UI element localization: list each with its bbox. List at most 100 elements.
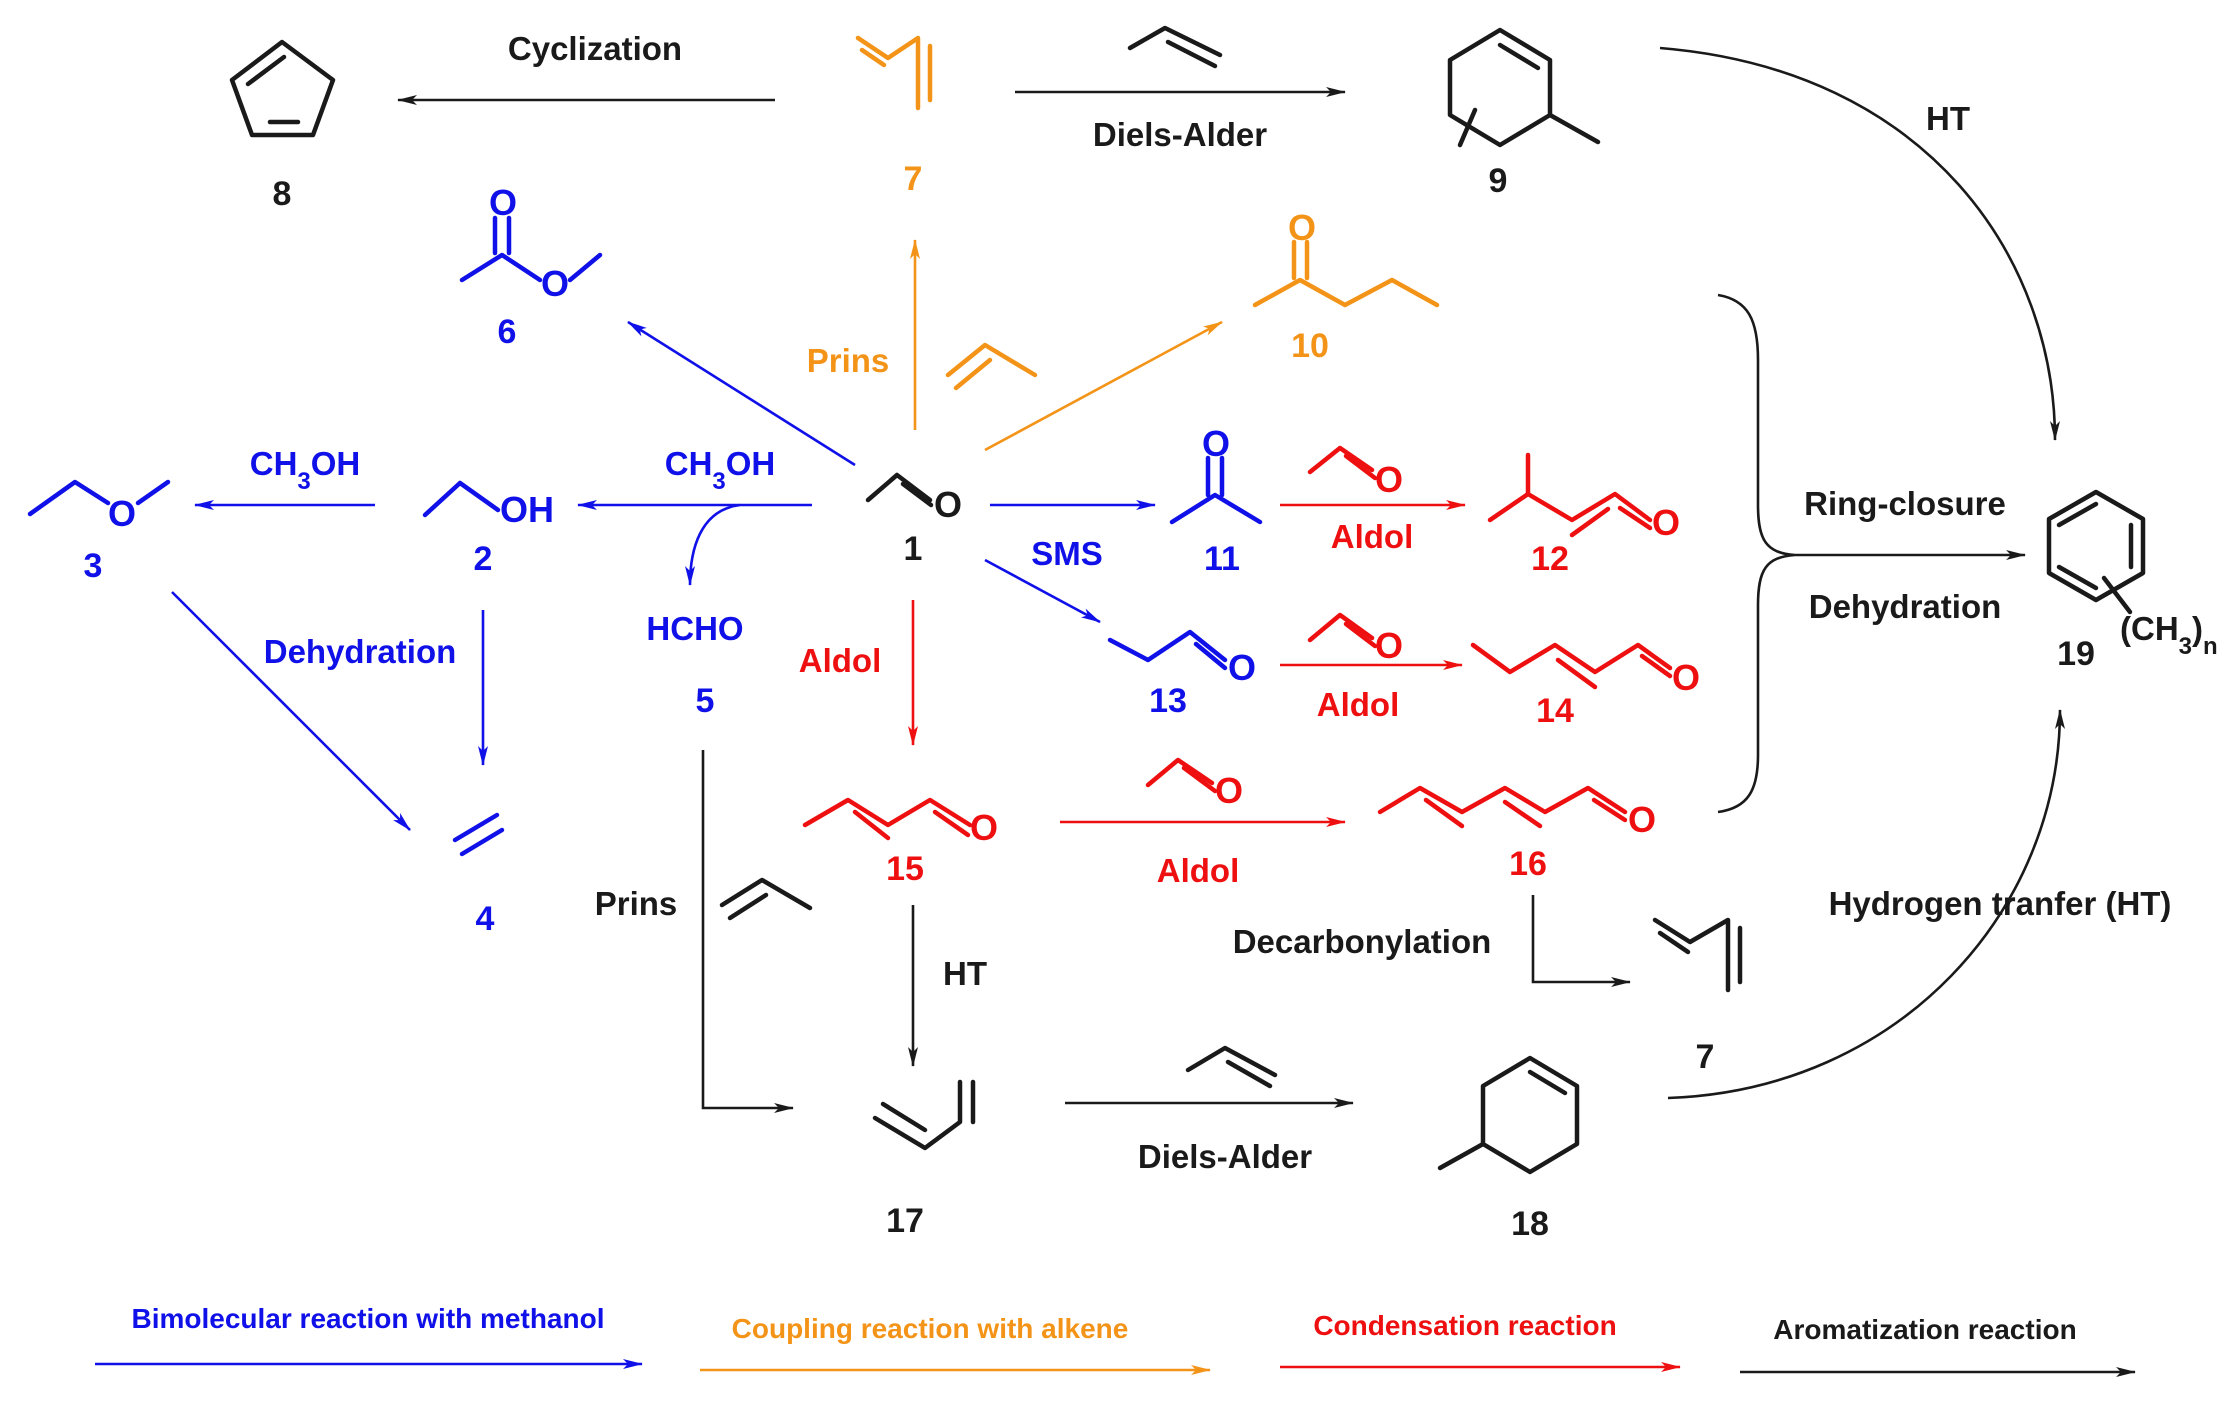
label-cyclization: Cyclization: [508, 30, 682, 67]
label-aldol-14: Aldol: [1317, 686, 1399, 723]
label-ht-top: HT: [1926, 100, 1970, 137]
compound-number-1: 1: [904, 530, 923, 568]
label-aldol-16: Aldol: [1157, 852, 1239, 889]
molecule-ethylene: [452, 812, 505, 857]
oxygen-label: O: [1628, 799, 1656, 840]
compound-number-14: 14: [1536, 692, 1574, 730]
legend-item-black: Aromatization reaction: [1740, 1314, 2136, 1377]
compound-number-5: 5: [696, 682, 715, 720]
molecule-propylene-orange: [945, 342, 1038, 391]
label-decarbonylation: Decarbonylation: [1233, 923, 1492, 960]
oxygen-label: O: [1652, 502, 1680, 543]
label-aldol-15: Aldol: [799, 642, 881, 679]
molecule-propanal: O: [1107, 629, 1256, 688]
label-prins-black: Prins: [595, 885, 678, 922]
oxygen-label: O: [1215, 770, 1243, 811]
oxygen-label: O: [1375, 625, 1403, 666]
oxygen-label: O: [1375, 459, 1403, 500]
compound-number-4: 4: [476, 900, 495, 938]
compound-number-3: 3: [84, 547, 103, 585]
compound-number-2: 2: [474, 540, 493, 578]
molecule-propylene-prins: [719, 877, 813, 921]
oxygen-label: O: [970, 807, 998, 848]
arrow-ht-to-19: [1659, 46, 2060, 441]
arrow-1-to-13: [984, 558, 1101, 624]
legend-label-black: Aromatization reaction: [1773, 1314, 2076, 1345]
label-aldol-12: Aldol: [1331, 518, 1413, 555]
label-prins-orange: Prins: [807, 342, 890, 379]
compound-number-7-bottom: 7: [1696, 1038, 1715, 1076]
molecule-methylcyclohexene-bottom: [1437, 1055, 1580, 1175]
arrow-hydrogen-transfer: [1667, 709, 2065, 1100]
label-hcho: HCHO: [646, 610, 743, 647]
hydroxyl-label: OH: [500, 489, 554, 530]
label-ht-mid: HT: [943, 955, 987, 992]
oxygen-label: O: [108, 493, 136, 534]
compound-number-13: 13: [1149, 682, 1187, 720]
oxygen-label: O: [934, 484, 962, 525]
compound-number-7-top: 7: [904, 160, 923, 198]
molecule-acetaldehyde-reagent-12: O: [1307, 445, 1403, 500]
compound-number-17: 17: [886, 1202, 924, 1240]
molecule-hexadienal: O: [1377, 785, 1656, 840]
oxygen-label: O: [1672, 657, 1700, 698]
molecule-ethanol: OH: [422, 480, 554, 530]
molecule-methyl-ethyl-ether: O: [27, 479, 171, 534]
compound-number-8: 8: [273, 175, 292, 213]
label-dehydration-right: Dehydration: [1809, 588, 2002, 625]
molecule-butanone: O: [1252, 207, 1440, 308]
compound-number-6: 6: [498, 313, 517, 351]
compound-number-18: 18: [1511, 1205, 1549, 1243]
arrow-3-to-4: [171, 591, 411, 831]
molecule-acetaldehyde-reagent-16: O: [1145, 757, 1243, 811]
oxygen-label: O: [1228, 647, 1256, 688]
molecule-butadiene-bottom: [1652, 917, 1743, 993]
arrow-1-to-6: [627, 320, 856, 467]
compound-number-16: 16: [1509, 845, 1547, 883]
arrow-prins-to-17: [701, 750, 794, 1113]
legend-item-orange: Coupling reaction with alkene: [700, 1313, 1211, 1375]
legend-label-red: Condensation reaction: [1313, 1310, 1616, 1341]
molecule-methyl-acetate: O O: [459, 182, 603, 304]
label-dehydration-left: Dehydration: [264, 633, 457, 670]
molecule-propylene-bottom: [1185, 1045, 1278, 1089]
molecule-acetaldehyde-reagent-14: O: [1307, 612, 1403, 666]
label-diels-alder-top: Diels-Alder: [1093, 116, 1267, 153]
molecule-pentenal: O: [1470, 642, 1700, 698]
molecule-acetaldehyde: O: [865, 472, 962, 525]
molecule-butadiene-top: [855, 35, 933, 111]
legend-label-orange: Coupling reaction with alkene: [732, 1313, 1129, 1344]
compound-number-19: 19: [2057, 635, 2095, 673]
label-sms: SMS: [1031, 535, 1103, 572]
carbonyl-oxygen-label: O: [489, 182, 517, 223]
ester-oxygen-label: O: [541, 263, 569, 304]
compound-number-11: 11: [1204, 540, 1240, 578]
molecule-butadiene-17: [872, 1079, 976, 1151]
compound-number-10: 10: [1291, 327, 1329, 365]
molecule-methylbutenal: O: [1487, 452, 1680, 543]
oxygen-label: O: [1288, 207, 1316, 248]
label-ch3oh-right: CH3OH: [665, 445, 776, 495]
legend-item-blue: Bimolecular reaction with methanol: [95, 1303, 643, 1369]
arrow-decarbonylation: [1531, 895, 1631, 987]
molecule-crotonaldehyde: O: [802, 797, 998, 848]
compound-number-15: 15: [886, 850, 924, 888]
molecule-acetone: O: [1169, 423, 1263, 525]
legend-label-blue: Bimolecular reaction with methanol: [132, 1303, 605, 1334]
molecule-cyclopentadiene: [229, 39, 336, 138]
molecule-methylbenzene: [2046, 489, 2146, 615]
compound-number-9: 9: [1489, 162, 1508, 200]
label-ring-closure: Ring-closure: [1804, 485, 2006, 522]
oxygen-label: O: [1202, 423, 1230, 464]
label-hydrogen-transfer: Hydrogen tranfer (HT): [1829, 885, 2172, 922]
legend-item-red: Condensation reaction: [1280, 1310, 1681, 1372]
compound-number-12: 12: [1531, 540, 1569, 578]
arrow-1-to-10: [984, 320, 1223, 452]
molecule-propylene-top: [1127, 25, 1223, 69]
brace-right: [1717, 293, 1796, 814]
molecule-methylcyclohexene-top: [1447, 27, 1601, 148]
arrow-to-hcho: [685, 503, 741, 586]
label-ch3n: (CH3)n: [2120, 610, 2218, 660]
label-ch3oh-left: CH3OH: [250, 445, 361, 495]
